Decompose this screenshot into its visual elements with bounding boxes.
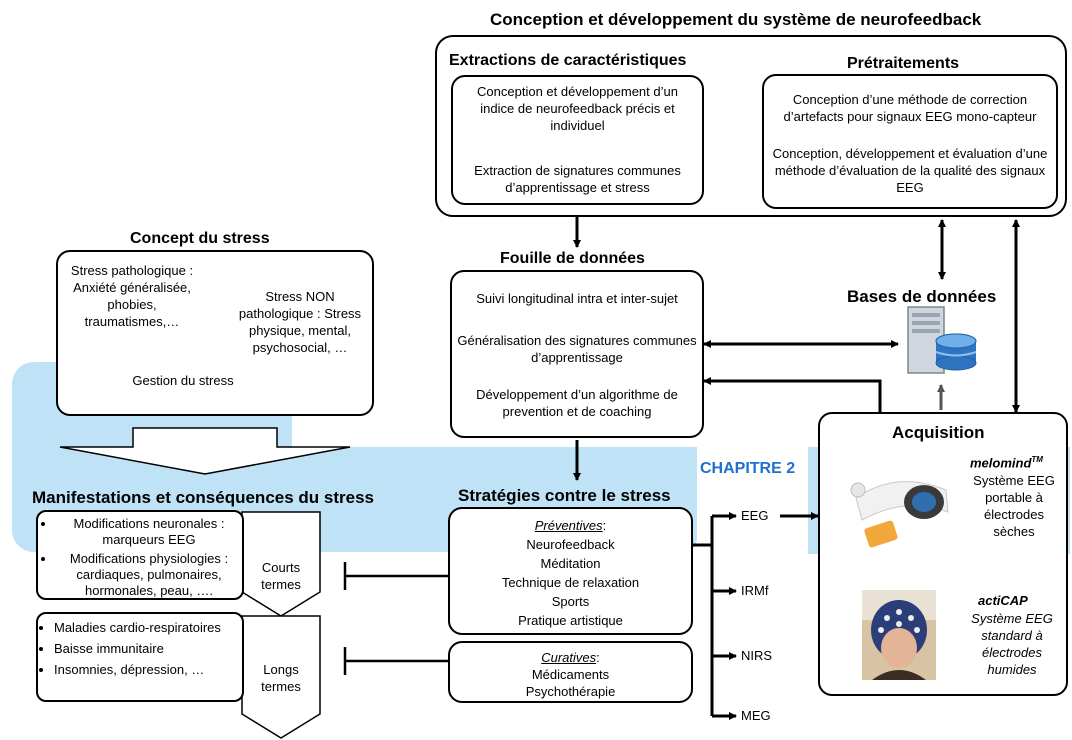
preventive-item: Pratique artistique: [518, 613, 623, 628]
stress-concept-box: Stress pathologique : Anxiété généralisé…: [56, 250, 374, 416]
modality-label: MEG: [741, 708, 771, 723]
stress-concept-title: Concept du stress: [130, 230, 270, 247]
long-term-item: Insomnies, dépression, …: [54, 662, 240, 678]
long-term-label: Longs termes: [261, 662, 301, 694]
short-term-list: Modifications neuronales : marqueurs EEG…: [40, 516, 242, 599]
pretraitements-box: Conception d’une méthode de correction d…: [762, 74, 1058, 209]
extraction-box: Conception et développement d’un indice …: [451, 75, 704, 205]
stress-non-pathological: Stress NON pathologique : Stress physiqu…: [238, 289, 362, 355]
acticap-photo-image: [862, 590, 936, 680]
acticap-name: actiCAP: [978, 593, 1028, 608]
fouille-item-3: Développement d’un algorithme de prevent…: [476, 387, 678, 419]
preventive-heading-text: Préventives: [534, 518, 603, 533]
fouille-item-2: Généralisation des signatures communes d…: [457, 333, 697, 365]
fouille-item-1: Suivi longitudinal intra et inter-sujet: [476, 291, 678, 306]
melomind-trademark: TM: [1031, 455, 1043, 464]
strategies-title: Stratégies contre le stress: [458, 486, 671, 505]
curative-item: Psychothérapie: [525, 684, 616, 699]
melomind-name-text: melomind: [970, 455, 1032, 471]
databases-title: Bases de données: [847, 287, 997, 306]
short-term-box: Modifications neuronales : marqueurs EEG…: [36, 510, 244, 600]
modality-label: EEG: [741, 508, 769, 523]
chapter-label: CHAPITRE 2: [700, 460, 796, 477]
preventive-item: Technique de relaxation: [501, 575, 640, 590]
short-term-item: Modifications physiologies : cardiaques,…: [56, 551, 242, 599]
pretraitements-item-2: Conception, développement et évaluation …: [772, 146, 1048, 195]
curative-heading-colon: :: [596, 650, 600, 665]
preventive-item: Neurofeedback: [526, 537, 615, 552]
long-term-item: Maladies cardio-respiratoires: [54, 620, 240, 636]
preventive-heading-colon: :: [602, 518, 607, 533]
fouille-box: Suivi longitudinal intra et inter-sujet …: [450, 270, 704, 438]
modality-label: NIRS: [741, 648, 773, 663]
melomind-name: melomindTM: [970, 455, 1043, 470]
short-term-item: Modifications neuronales : marqueurs EEG: [56, 516, 242, 548]
preventive-item: Sports: [551, 594, 590, 609]
short-term-label: Courts termes: [261, 560, 301, 592]
modality-label: IRMf: [741, 583, 769, 598]
curative-heading: Curatives:: [450, 649, 691, 666]
long-term-box: Maladies cardio-respiratoires Baisse imm…: [36, 612, 244, 702]
pretraitements-item-1: Conception d’une méthode de correction d…: [783, 92, 1037, 124]
manifestations-title: Manifestations et conséquences du stress: [32, 488, 374, 507]
preventive-heading: Préventives:: [450, 517, 691, 534]
preventive-box: Préventives: Neurofeedback Méditation Te…: [448, 507, 693, 635]
long-term-item: Baisse immunitaire: [54, 641, 240, 657]
acticap-description: Système EEG standard à électrodes humide…: [971, 611, 1053, 677]
stress-pathological: Stress pathologique : Anxiété généralisé…: [70, 263, 194, 329]
curative-item: Médicaments: [531, 667, 610, 682]
curative-box: Curatives: Médicaments Psychothérapie: [448, 641, 693, 703]
extraction-item-2: Extraction de signatures communes d’appr…: [474, 163, 681, 195]
fouille-title: Fouille de données: [500, 250, 645, 267]
melomind-description: Système EEG portable à électrodes sèches: [973, 473, 1055, 539]
preventive-item: Méditation: [540, 556, 601, 571]
database-server-icon: [907, 306, 977, 374]
conception-title: Conception et développement du système d…: [490, 10, 982, 29]
pretraitements-title: Prétraitements: [847, 55, 960, 72]
extraction-item-1: Conception et développement d’un indice …: [477, 84, 678, 133]
acquisition-title: Acquisition: [892, 423, 985, 442]
curative-heading-text: Curatives: [541, 650, 597, 665]
extraction-title: Extractions de caractéristiques: [449, 52, 687, 69]
long-term-list: Maladies cardio-respiratoires Baisse imm…: [38, 620, 240, 678]
stress-management: Gestion du stress: [132, 373, 234, 388]
melomind-device-image: [836, 450, 964, 550]
